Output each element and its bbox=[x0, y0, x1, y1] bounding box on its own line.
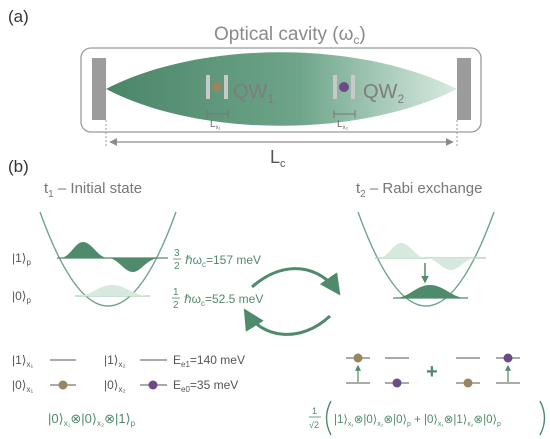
qw2-exciton-dot bbox=[339, 82, 349, 92]
t1-title: t1 – Initial state bbox=[44, 180, 142, 200]
qw1-barrier-right bbox=[224, 75, 228, 99]
lc-label: Lc bbox=[270, 147, 286, 170]
ket-0x1-label: |0⟩x₁ bbox=[12, 378, 33, 394]
superposition-plus: + bbox=[426, 361, 438, 383]
qw2-barrier-left bbox=[333, 75, 337, 99]
sa-x1-excited-exciton bbox=[353, 353, 363, 363]
qw1-exciton-dot bbox=[212, 82, 222, 92]
ket-0p-label: |0⟩p bbox=[12, 289, 31, 305]
right-mirror bbox=[457, 58, 471, 120]
qw1-barrier-left bbox=[206, 75, 210, 99]
right-wavefunction-0p bbox=[395, 285, 466, 298]
right-potential-parabola bbox=[357, 211, 495, 307]
left-mirror bbox=[92, 58, 106, 120]
superposition-ket-a: |1⟩x₁⊗|0⟩x₂⊗|0⟩p + |0⟩x₁⊗|1⟩x₂⊗|0⟩p bbox=[334, 413, 501, 428]
ket-1x2-label: |1⟩x₂ bbox=[104, 353, 126, 369]
qw2-barrier-right bbox=[351, 75, 355, 99]
cavity-title: Optical cavity (ωc) bbox=[214, 24, 366, 47]
exchange-arrow-bottom bbox=[243, 308, 332, 336]
sqrt-frac-den: √2 bbox=[309, 420, 319, 430]
sqrt-frac-num: 1 bbox=[312, 406, 317, 416]
sa-x2-ground-exciton bbox=[392, 378, 402, 388]
cavity-mode-profile bbox=[106, 52, 457, 126]
t2-title: t2 – Rabi exchange bbox=[356, 180, 482, 200]
close-paren bbox=[539, 400, 546, 436]
left-potential-parabola bbox=[39, 211, 177, 307]
ket-1p-label: |1⟩p bbox=[12, 251, 31, 267]
ket-1x1-label: |1⟩x₁ bbox=[12, 353, 33, 369]
ket-0x2-label: |0⟩x₂ bbox=[104, 378, 126, 394]
e-low-frac-den: 2 bbox=[173, 300, 179, 311]
e-low-text: ℏωc=52.5 meV bbox=[184, 292, 263, 308]
qw2-label: QW2 bbox=[363, 81, 404, 106]
e-low-frac-num: 1 bbox=[173, 287, 179, 298]
x2-ground-exciton bbox=[148, 380, 158, 390]
exchange-arrow-top bbox=[251, 267, 341, 296]
sb-x1-ground-exciton bbox=[463, 378, 473, 388]
left-wavefunction-1p bbox=[60, 242, 160, 272]
energy-label-low: 1 2 ℏωc=52.5 meV bbox=[172, 287, 263, 311]
lx1-label: Lx₁ bbox=[210, 119, 221, 131]
open-paren bbox=[325, 400, 332, 436]
sb-x2-excited-exciton bbox=[503, 353, 513, 363]
e-high-frac-num: 3 bbox=[174, 248, 180, 259]
lx2-label: Lx₂ bbox=[337, 119, 349, 131]
right-wavefunction-1p bbox=[378, 243, 478, 270]
cavity-frame bbox=[80, 47, 482, 133]
panel-a-label: (a) bbox=[8, 7, 29, 26]
e-high-frac-den: 2 bbox=[174, 261, 180, 272]
left-wavefunction-0p bbox=[78, 285, 148, 296]
x1-ground-exciton bbox=[58, 380, 68, 390]
energy-label-high: 3 2 ℏωc=157 meV bbox=[173, 248, 261, 272]
ee1-label: Ee1=140 meV bbox=[173, 353, 245, 369]
e-high-text: ℏωc=157 meV bbox=[185, 253, 261, 269]
panel-b-label: (b) bbox=[8, 157, 29, 176]
initial-state-ket: |0⟩x₁⊗|0⟩x₂⊗|1⟩p bbox=[48, 411, 136, 428]
ee0-label: Ee0=35 meV bbox=[173, 378, 238, 394]
qw1-label: QW1 bbox=[233, 81, 274, 106]
